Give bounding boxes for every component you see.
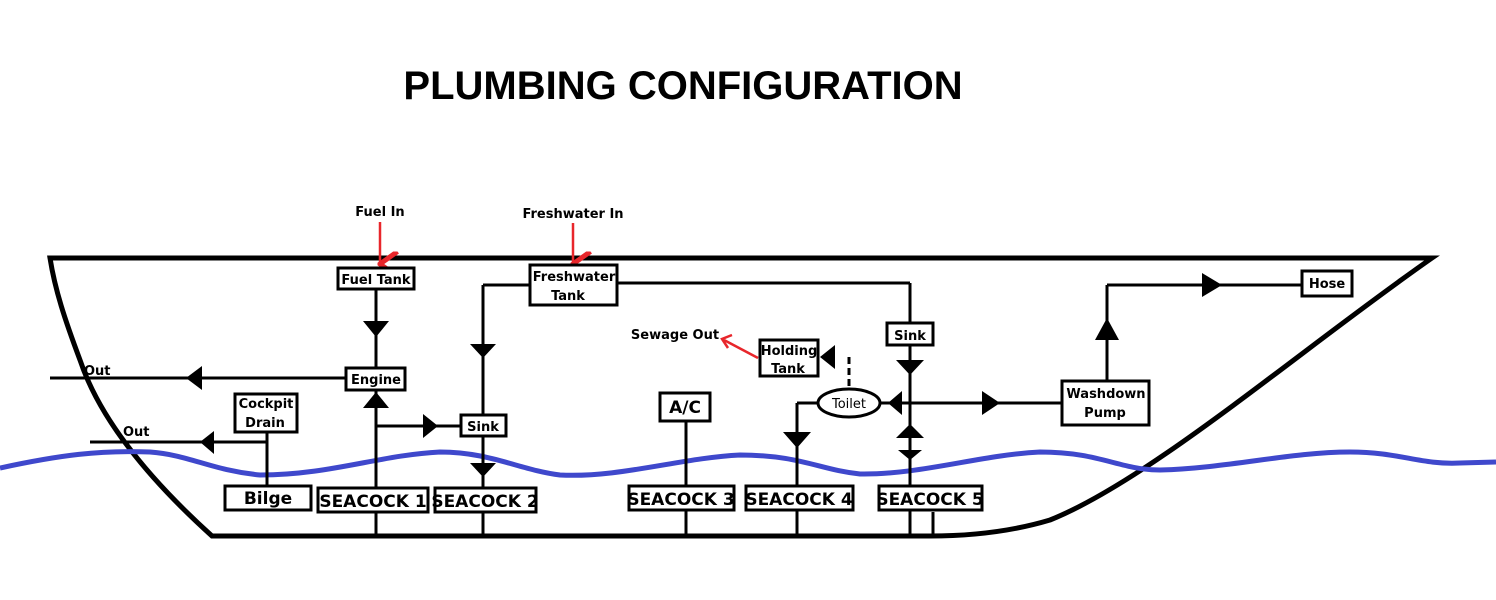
- out-label-drain: Out: [123, 425, 150, 440]
- flow-arrows: [186, 273, 1222, 477]
- hose-box: [1300, 269, 1354, 298]
- sink-2-label: Sink: [894, 329, 926, 344]
- engine-box: [344, 366, 407, 392]
- arrow-left-icon: [200, 431, 214, 454]
- seacock-5-box: [877, 484, 984, 512]
- freshwater-in-label: Freshwater In: [522, 207, 623, 222]
- seacock-2-label: SEACOCK 2: [431, 492, 538, 512]
- arrow-right-icon: [423, 414, 438, 438]
- arrow-right-icon: [982, 391, 1000, 415]
- cockpit-drain-box: [233, 392, 299, 434]
- ac-label: A/C: [669, 398, 701, 418]
- holding-tank-label-1: Holding: [761, 344, 818, 359]
- waterline: [0, 449, 1496, 478]
- seacock-2-box: [433, 486, 538, 514]
- bilge-box: [223, 484, 313, 512]
- washdown-pump-label-1: Washdown: [1066, 387, 1145, 402]
- arrow-down-icon: [470, 463, 496, 477]
- page-title: PLUMBING CONFIGURATION: [403, 64, 962, 108]
- ac-box: [658, 391, 712, 423]
- inflow-arrows: [380, 222, 759, 360]
- seacock-5-label: SEACOCK 5: [876, 490, 983, 510]
- washdown-pump-box: [1060, 379, 1151, 427]
- cockpit-drain-label-1: Cockpit: [239, 397, 294, 412]
- fuel-tank-label: Fuel Tank: [341, 273, 411, 288]
- arrow-down-icon: [783, 432, 811, 448]
- bilge-label: Bilge: [244, 489, 292, 509]
- sink-1-box: [459, 413, 508, 438]
- arrow-left-icon: [186, 366, 202, 390]
- sewage-out-label: Sewage Out: [631, 328, 719, 343]
- seacock-3-box: [627, 484, 736, 512]
- seacock-1-label: SEACOCK 1: [319, 492, 426, 512]
- seacock-4-label: SEACOCK 4: [745, 490, 853, 510]
- arrow-left-icon: [820, 345, 835, 369]
- freshwater-tank-box: [528, 263, 619, 307]
- arrow-up-icon: [363, 392, 389, 408]
- freshwater-tank-label-1: Freshwater: [533, 270, 616, 285]
- toilet-label: Toilet: [831, 397, 866, 412]
- arrow-up-icon: [1095, 318, 1119, 340]
- sink-2-box: [885, 321, 935, 347]
- seacock-4-box: [744, 484, 855, 512]
- freshwater-tank-label-2: Tank: [551, 289, 585, 304]
- fuel-tank-box: [336, 266, 416, 291]
- arrow-down-icon: [896, 360, 924, 375]
- seacock-1-box: [316, 486, 430, 514]
- boat-hull: [47, 255, 1440, 539]
- engine-label: Engine: [351, 373, 401, 388]
- arrow-right-icon: [1202, 273, 1222, 297]
- out-label-engine: Out: [84, 364, 111, 379]
- toilet-ellipse: [816, 387, 882, 419]
- washdown-pump-label-2: Pump: [1084, 406, 1126, 421]
- cockpit-drain-label-2: Drain: [245, 416, 285, 431]
- arrow-down-icon: [470, 344, 496, 358]
- holding-tank-label-2: Tank: [771, 362, 805, 377]
- arrow-down-icon: [898, 450, 922, 460]
- sink-1-label: Sink: [467, 420, 499, 435]
- arrow-up-icon: [896, 424, 924, 438]
- arrow-left-icon: [888, 391, 902, 415]
- seacock-3-label: SEACOCK 3: [627, 490, 734, 510]
- sewage-out-arrow: [723, 338, 759, 360]
- hose-label: Hose: [1309, 277, 1346, 292]
- holding-tank-box: [758, 338, 820, 378]
- arrow-down-icon: [363, 321, 389, 337]
- fuel-in-label: Fuel In: [355, 205, 404, 220]
